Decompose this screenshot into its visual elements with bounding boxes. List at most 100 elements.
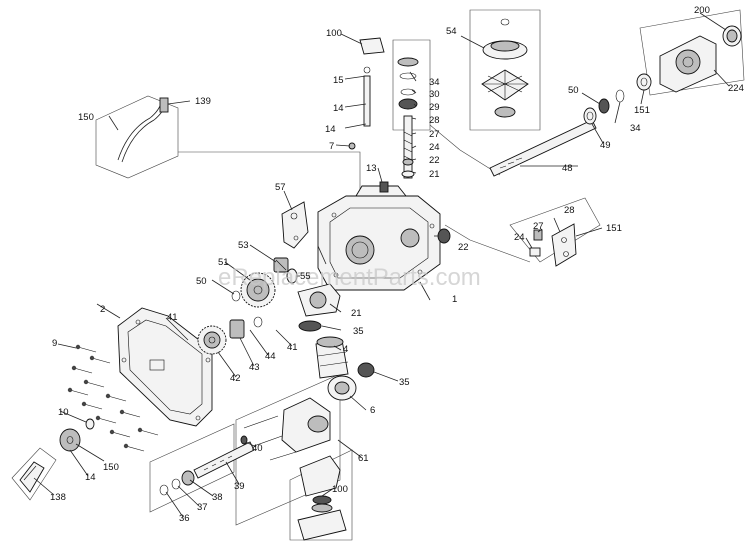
routing-line-1 [178, 151, 361, 190]
callout-label: 35 [399, 377, 410, 388]
callout-label: 151 [634, 105, 650, 116]
callout-label: 21 [351, 308, 362, 319]
callout-labels: 200 224 151 54 50 49 34 48 100 34 30 29 … [50, 5, 744, 524]
callout-label: 22 [429, 155, 440, 166]
washer-part-44 [253, 316, 263, 328]
callout-label: 42 [230, 373, 241, 384]
axle-part-39 [159, 435, 255, 496]
callout-label: 41 [167, 312, 178, 323]
gear-part-42 [197, 325, 227, 355]
input-shaft-part-49 [489, 119, 597, 177]
bolt-set-part-9 [67, 344, 159, 452]
callout-label: 138 [50, 492, 66, 503]
callout-label: 200 [694, 5, 710, 16]
pin-part-21 [529, 247, 541, 257]
bracket-part-53 [281, 201, 309, 249]
callout-label: 36 [179, 513, 190, 524]
bracket-part-24 [551, 223, 577, 267]
callout-label: 150 [78, 112, 94, 123]
callout-label: 53 [238, 240, 249, 251]
leader-lines [33, 12, 730, 518]
callout-label: 34 [429, 77, 440, 88]
cap-part-150 [722, 25, 742, 47]
callout-label: 21 [429, 169, 440, 180]
callout-label: 13 [366, 163, 377, 174]
collar-part-151 [636, 73, 652, 91]
seal-part-51 [598, 98, 610, 114]
callout-label: 24 [429, 142, 440, 153]
callout-label: 40 [252, 443, 263, 454]
routing-line-2 [429, 124, 501, 176]
callout-label: 27 [429, 129, 440, 140]
callout-label: 6 [370, 405, 375, 416]
pin-part-13 [379, 181, 389, 193]
callout-label: 41 [287, 342, 298, 353]
callout-label: 24 [514, 232, 525, 243]
washer-part-45 [231, 290, 241, 302]
callout-label: 35 [353, 326, 364, 337]
group-box-138 [95, 95, 179, 179]
callout-label: 4 [343, 344, 348, 355]
group-box-54 [469, 9, 541, 131]
bracket-part-19 [297, 283, 341, 317]
bearing-part-50 [583, 107, 597, 125]
shaft-stack-part-30 [397, 57, 419, 179]
bracket-part-55 [19, 461, 45, 493]
group-outlines [11, 9, 745, 541]
callout-label: 9 [52, 338, 57, 349]
watermark-text: eReplacementParts.com [218, 264, 481, 291]
callout-label: 151 [606, 223, 622, 234]
seal-part-35-upper [298, 320, 322, 332]
housing-part-61 [297, 455, 347, 541]
spring-part-22 [533, 229, 543, 241]
callout-label: 39 [234, 481, 245, 492]
callout-label: 44 [265, 351, 276, 362]
callout-label: 7 [329, 141, 334, 152]
callout-label: 57 [275, 182, 286, 193]
callout-label: 34 [630, 123, 641, 134]
callout-label: 28 [429, 115, 440, 126]
callout-label: 100 [332, 484, 348, 495]
group-box-55 [11, 447, 57, 501]
callout-label: 48 [562, 163, 573, 174]
callout-label: 14 [333, 103, 344, 114]
vent-tube-part-138 [117, 99, 167, 163]
callout-label: 14 [85, 472, 96, 483]
housing-part-57 [243, 397, 331, 461]
callout-label: 37 [197, 502, 208, 513]
disc-part-100 [59, 418, 95, 452]
lever-part-59 [359, 37, 385, 127]
bearing-part-6 [327, 375, 357, 401]
callout-label: 22 [458, 242, 469, 253]
fitting-part-139 [159, 97, 169, 113]
hub-part-224 [659, 35, 717, 93]
callout-label: 30 [429, 89, 440, 100]
callout-label: 224 [728, 83, 744, 94]
callout-label: 150 [103, 462, 119, 473]
group-box-57 [235, 373, 341, 526]
seal-part-20 [437, 228, 451, 244]
callout-label: 51 [218, 257, 229, 268]
pulley-fan-part-54 [481, 18, 529, 118]
callout-label: 10 [58, 407, 69, 418]
callout-label: 100 [326, 28, 342, 39]
callout-label: 49 [600, 140, 611, 151]
bolt [69, 346, 159, 452]
callout-label: 28 [564, 205, 575, 216]
seal-part-35-lower [357, 362, 375, 378]
group-box-39 [149, 423, 235, 513]
routing-line-3 [444, 224, 531, 263]
callout-label: 15 [333, 75, 344, 86]
group-box-224 [639, 9, 745, 96]
gear-part-46 [240, 272, 276, 308]
bearing-part-43 [229, 319, 245, 339]
callout-label: 43 [249, 362, 260, 373]
callout-label: 1 [452, 294, 457, 305]
cover-plate-part-2 [117, 307, 213, 427]
callout-label: 2 [100, 304, 105, 315]
callout-label: 54 [446, 26, 457, 37]
callout-label: 139 [195, 96, 211, 107]
callout-label: 55 [300, 271, 311, 282]
